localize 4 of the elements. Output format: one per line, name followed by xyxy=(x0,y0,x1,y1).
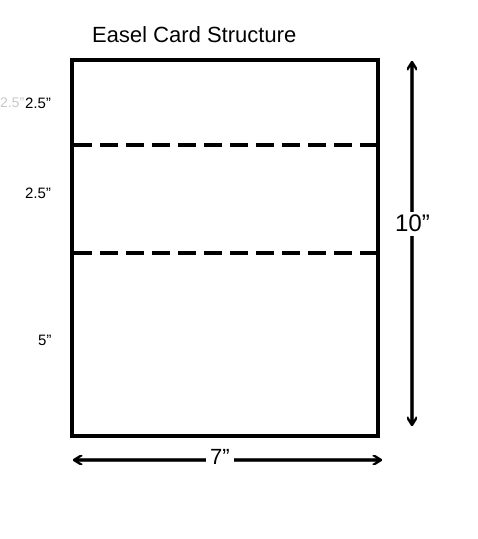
dimension-label: 2.5” xyxy=(25,96,51,111)
dimension-label: 2.5” xyxy=(25,186,51,201)
diagram-title: Easel Card Structure xyxy=(92,21,296,49)
dimension-label: 5” xyxy=(38,333,52,348)
